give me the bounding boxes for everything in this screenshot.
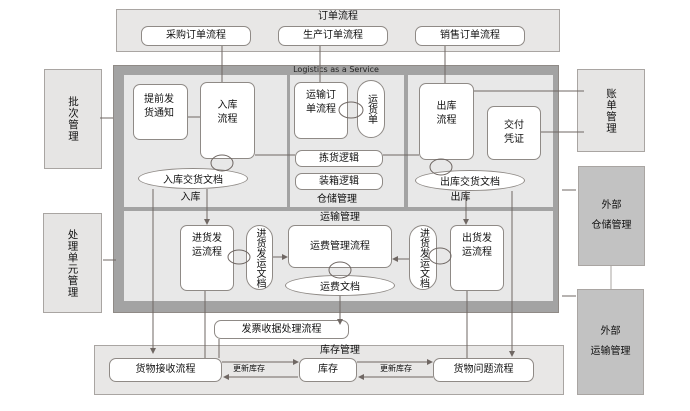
update-stock-left: 更新库存	[233, 364, 265, 373]
advance-shipping-notice-label: 提前发货通知	[144, 94, 174, 119]
outbound-shipping-process[interactable]: 出货发运流程	[450, 225, 504, 291]
external-warehouse-line1: 外部	[601, 200, 622, 211]
goods-receipt-process[interactable]: 货物接收流程	[109, 358, 222, 382]
billing-management-label: 账单管理	[605, 87, 617, 134]
inbound-process[interactable]: 入库流程	[200, 82, 255, 159]
transport-order-process-label: 运输订单流程	[306, 90, 336, 115]
inbound-shipping-document-right[interactable]: 进货发运文档	[409, 225, 437, 290]
outbound-delivery-document[interactable]: 出库交货文档	[415, 170, 525, 191]
freight-document[interactable]: 运费文档	[285, 275, 395, 296]
outbound-shipping-process-label: 出货发运流程	[462, 233, 492, 258]
external-warehouse-line2: 仓储管理	[591, 220, 632, 231]
picking-logic[interactable]: 拣货逻辑	[295, 150, 383, 167]
billing-management[interactable]: 账单管理	[577, 69, 645, 152]
batch-management-label: 批次管理	[67, 96, 79, 142]
purchase-order-process[interactable]: 采购订单流程	[141, 26, 251, 46]
outbound-process[interactable]: 出库流程	[419, 83, 474, 160]
stock[interactable]: 库存	[299, 358, 357, 382]
inbound-shipping-document-left[interactable]: 进货发运文档	[246, 225, 273, 290]
transport-title: 运输管理	[320, 212, 360, 223]
inbound-process-label: 入库流程	[217, 100, 238, 125]
inbound-delivery-document[interactable]: 入库交货文档	[138, 168, 248, 189]
freight-management-process[interactable]: 运费管理流程	[288, 225, 392, 268]
transport-order-process[interactable]: 运输订单流程	[294, 82, 348, 139]
proof-of-delivery-label: 交付凭证	[504, 120, 524, 145]
batch-management[interactable]: 批次管理	[44, 69, 102, 169]
advance-shipping-notice[interactable]: 提前发货通知	[133, 84, 188, 140]
external-transport-management[interactable]: 外部 运输管理	[577, 289, 644, 395]
invoice-receipt-process[interactable]: 发票收据处理流程	[214, 320, 349, 339]
packing-logic[interactable]: 装箱逻辑	[295, 173, 383, 190]
production-order-process[interactable]: 生产订单流程	[278, 26, 388, 46]
inbound-shipping-process-label: 进货发运流程	[192, 233, 222, 258]
external-warehouse-management[interactable]: 外部 仓储管理	[578, 166, 645, 266]
external-transport-line2: 运输管理	[590, 346, 631, 357]
outbound-title: 出库	[450, 192, 471, 203]
outbound-process-label: 出库流程	[436, 101, 457, 126]
handling-unit-management-label: 处理单元管理	[66, 228, 79, 298]
waybill[interactable]: 运货单	[357, 80, 385, 138]
inbound-shipping-process[interactable]: 进货发运流程	[180, 225, 234, 291]
laas-title: Logistics as a Service	[293, 65, 379, 74]
order-flow-title: 订单流程	[318, 11, 358, 22]
goods-issue-process[interactable]: 货物问题流程	[433, 358, 534, 382]
proof-of-delivery[interactable]: 交付凭证	[487, 106, 541, 160]
sales-order-process[interactable]: 销售订单流程	[415, 26, 525, 46]
handling-unit-management[interactable]: 处理单元管理	[43, 213, 102, 313]
update-stock-right: 更新库存	[380, 364, 412, 373]
external-transport-line1: 外部	[600, 326, 621, 337]
inbound-title: 入库	[180, 192, 201, 203]
inventory-title: 库存管理	[320, 345, 360, 356]
warehouse-title: 仓储管理	[317, 194, 357, 205]
